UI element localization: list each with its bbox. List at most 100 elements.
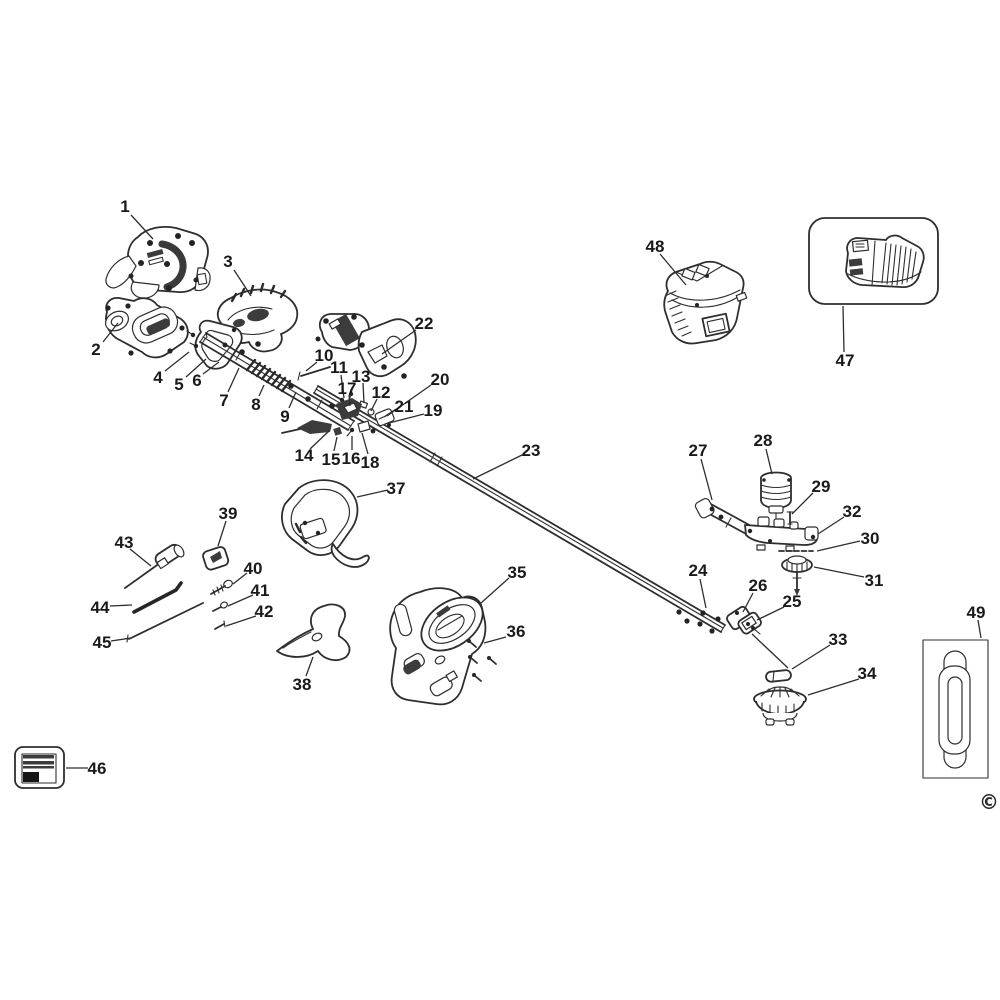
callout-leader-23 bbox=[472, 454, 523, 480]
callout-label-29: 29 bbox=[812, 477, 831, 496]
callout-label-26: 26 bbox=[749, 576, 768, 595]
callout-leader-8 bbox=[258, 384, 265, 397]
callout-label-47: 47 bbox=[836, 351, 855, 370]
callout-leader-34 bbox=[807, 678, 860, 696]
callout-label-12: 12 bbox=[372, 383, 391, 402]
part-38-blade bbox=[276, 603, 351, 662]
callout-leader-6 bbox=[202, 361, 220, 375]
callout-leader-3 bbox=[233, 269, 252, 297]
callout-label-22: 22 bbox=[415, 314, 434, 333]
callout-label-10: 10 bbox=[315, 346, 334, 365]
part-9-upper-shaft bbox=[199, 332, 355, 431]
callout-label-18: 18 bbox=[361, 453, 380, 472]
callout-label-14: 14 bbox=[295, 446, 314, 465]
callout-leader-4 bbox=[164, 351, 190, 372]
callout-label-8: 8 bbox=[251, 395, 260, 414]
part-47-charger-box bbox=[808, 217, 939, 305]
part-42-screw bbox=[214, 620, 226, 630]
part-27-arm-connector bbox=[694, 497, 754, 536]
callout-leader-7 bbox=[227, 367, 240, 393]
part-8-spring-coil bbox=[245, 358, 292, 393]
callout-leader-31 bbox=[813, 566, 865, 578]
callout-leader-9 bbox=[288, 391, 297, 409]
callout-leader-29 bbox=[791, 492, 814, 515]
part-1-motor-housing-cover bbox=[105, 225, 211, 299]
callout-leader-19 bbox=[388, 413, 425, 424]
part-34-spool-head bbox=[753, 686, 807, 726]
part-36-guard-screws bbox=[467, 639, 497, 682]
callout-leader-44 bbox=[109, 604, 133, 607]
callout-leader-41 bbox=[227, 594, 254, 607]
callout-leader-5 bbox=[185, 358, 207, 378]
callout-label-42: 42 bbox=[255, 602, 274, 621]
part-46-warning-label bbox=[14, 746, 65, 789]
part-2-grip-housing-half bbox=[104, 297, 189, 359]
callout-leader-38 bbox=[305, 656, 314, 677]
part-31-spindle-hub bbox=[781, 555, 813, 596]
part-40-screw bbox=[210, 579, 233, 596]
part-35-guard bbox=[389, 587, 487, 706]
callout-label-6: 6 bbox=[192, 371, 201, 390]
callout-leader-36 bbox=[483, 636, 507, 644]
callout-leader-30 bbox=[816, 540, 861, 552]
callout-leader-11 bbox=[340, 374, 345, 399]
copyright-symbol: © bbox=[979, 790, 999, 814]
callout-label-37: 37 bbox=[387, 479, 406, 498]
callout-label-15: 15 bbox=[322, 450, 341, 469]
callout-label-1: 1 bbox=[120, 197, 129, 216]
callout-leader-48 bbox=[659, 253, 687, 286]
callout-leader-49 bbox=[977, 619, 982, 639]
callout-leader-35 bbox=[480, 577, 510, 604]
callout-label-31: 31 bbox=[865, 571, 884, 590]
part-29-pin bbox=[786, 511, 794, 525]
part-25-26-clamp bbox=[726, 605, 789, 669]
callout-label-23: 23 bbox=[522, 441, 541, 460]
callout-leader-13 bbox=[362, 382, 365, 404]
callout-leader-27 bbox=[700, 458, 713, 501]
callout-label-44: 44 bbox=[91, 598, 110, 617]
callout-label-11: 11 bbox=[330, 358, 348, 377]
callout-label-20: 20 bbox=[431, 370, 450, 389]
callout-leader-14 bbox=[309, 430, 330, 450]
callout-label-28: 28 bbox=[754, 431, 773, 450]
callout-leader-1 bbox=[130, 214, 154, 240]
callout-leader-25 bbox=[756, 606, 785, 621]
callout-leader-2 bbox=[102, 322, 119, 343]
callout-label-30: 30 bbox=[861, 529, 880, 548]
callout-label-41: 41 bbox=[251, 581, 270, 600]
callout-label-27: 27 bbox=[689, 441, 708, 460]
part-28-motor bbox=[760, 471, 792, 519]
callout-label-38: 38 bbox=[293, 675, 312, 694]
part-43-wrench bbox=[124, 543, 185, 589]
part-41-screw bbox=[212, 601, 228, 612]
callout-leader-39 bbox=[217, 520, 227, 547]
callout-label-46: 46 bbox=[88, 759, 107, 778]
callout-label-39: 39 bbox=[219, 504, 238, 523]
callout-leader-10 bbox=[305, 361, 318, 372]
callout-leader-47 bbox=[842, 305, 845, 353]
callout-label-16: 16 bbox=[342, 449, 361, 468]
callout-label-17: 17 bbox=[338, 379, 357, 398]
callout-leader-21 bbox=[383, 408, 397, 418]
callout-label-49: 49 bbox=[967, 603, 986, 622]
callout-leader-43 bbox=[129, 548, 152, 567]
callout-leader-15 bbox=[333, 436, 338, 452]
callout-label-33: 33 bbox=[829, 630, 848, 649]
callout-label-40: 40 bbox=[244, 559, 263, 578]
callout-leader-33 bbox=[791, 644, 831, 670]
callout-leader-24 bbox=[699, 578, 707, 609]
callout-label-43: 43 bbox=[115, 533, 134, 552]
callout-label-5: 5 bbox=[174, 375, 183, 394]
part-23-boom-shaft bbox=[313, 385, 726, 634]
callout-leader-17 bbox=[348, 394, 351, 407]
callout-label-45: 45 bbox=[93, 633, 112, 652]
callout-label-7: 7 bbox=[219, 391, 228, 410]
callout-leader-37 bbox=[356, 489, 389, 498]
callout-leader-40 bbox=[232, 572, 248, 585]
callout-label-2: 2 bbox=[91, 340, 100, 359]
part-33-pin bbox=[765, 669, 792, 683]
callout-label-24: 24 bbox=[689, 561, 708, 580]
